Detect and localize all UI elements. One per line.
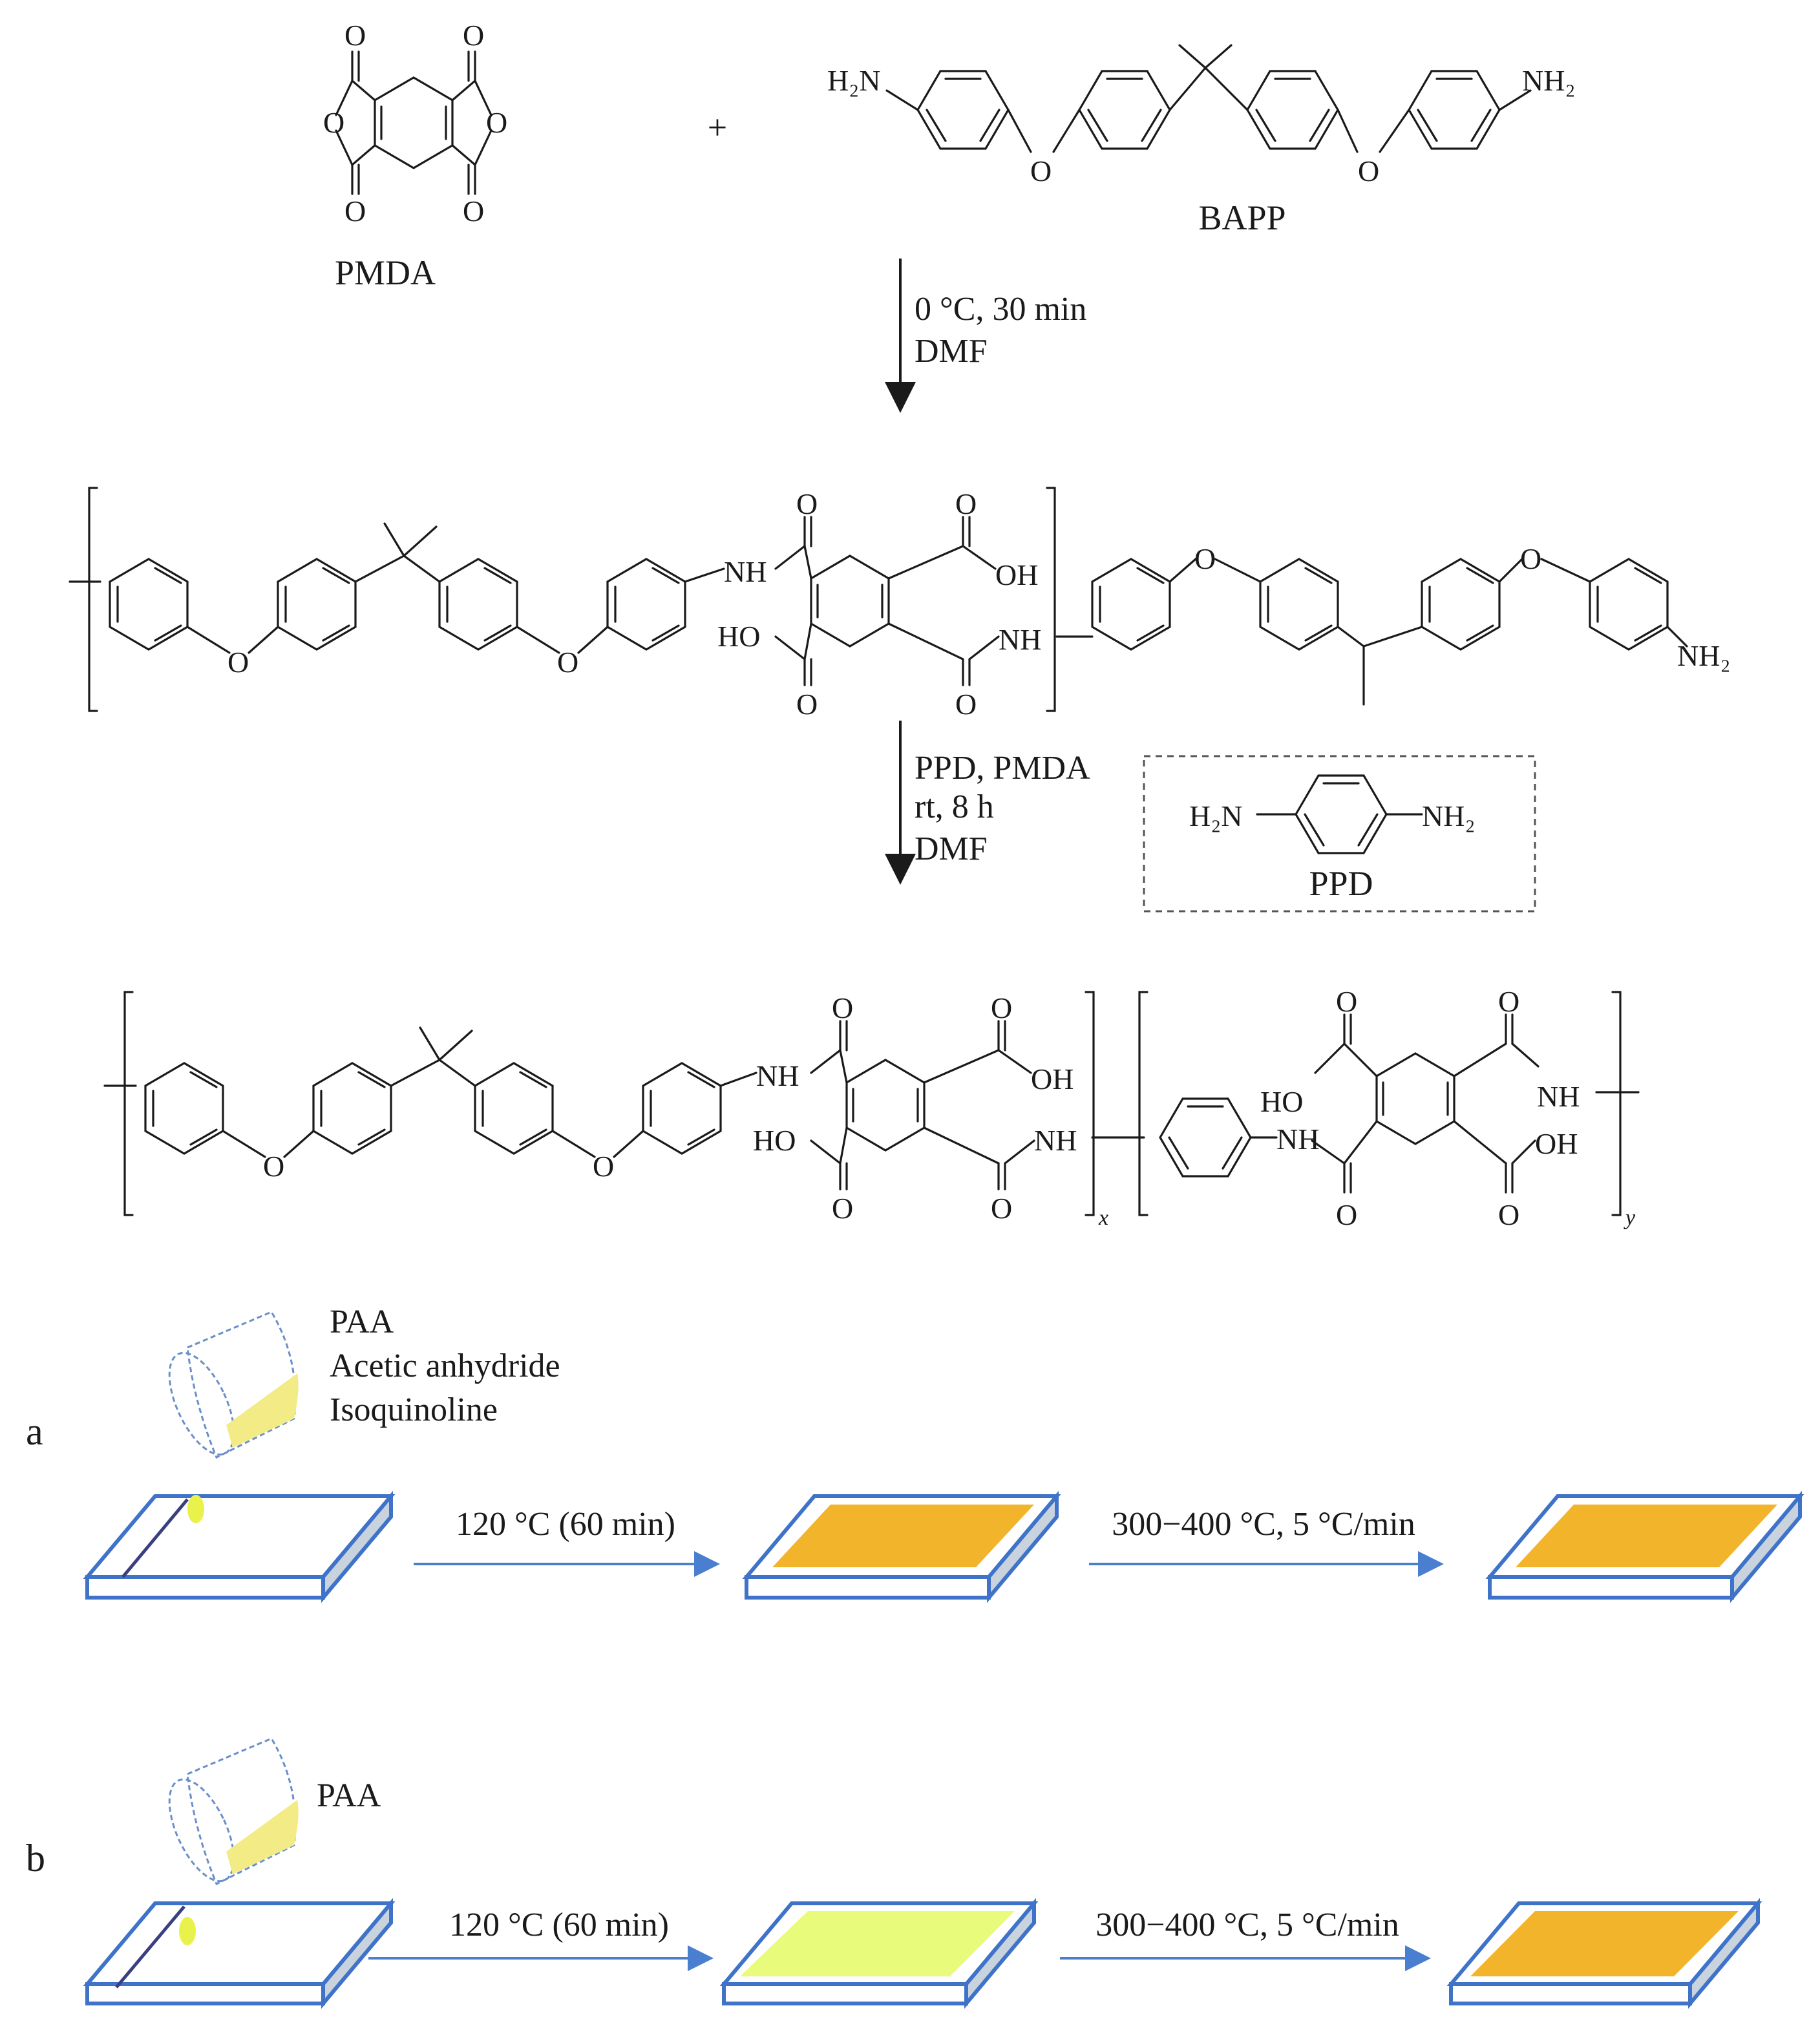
amine-right: NH₂ [1522,64,1575,97]
process-a-label: a [26,1410,43,1453]
ether-o: O [1194,542,1216,575]
step1-solvent: DMF [915,333,988,370]
film-plate-b2 [1446,1897,1762,2009]
film-plate-a2 [1485,1490,1804,1603]
process-a: a PAA Acetic anhydride Isoquinoline 120 … [26,1304,1804,1603]
step1-condition: 0 °C, 30 min [915,291,1086,328]
ether-o: O [1358,154,1379,187]
atom-o: O [323,106,344,139]
step2-time: rt, 8 h [915,788,994,825]
carbonyl-o: O [832,991,853,1024]
beaker-a [168,1311,299,1459]
process-b: b PAA 120 °C (60 min) 300−400 °C, 5 °C/m… [26,1737,1762,2009]
amide-nh: NH [999,623,1041,656]
atom-o: O [463,195,484,227]
process-a-step2: 300−400 °C, 5 °C/min [1112,1506,1415,1543]
droplet [187,1495,204,1523]
film-a1 [772,1505,1034,1567]
process-b-label: b [26,1837,45,1879]
atom-o: O [486,106,507,139]
carbonyl-o: O [991,991,1012,1024]
process-b-step1: 120 °C (60 min) [449,1907,669,1943]
acid-ho: HO [1260,1085,1303,1118]
carbonyl-o: O [1336,1198,1357,1231]
carbonyl-o: O [796,487,818,520]
ether-o: O [228,646,249,679]
pmda-label: PMDA [335,253,436,292]
ppd-amine-left: H₂N [1189,799,1242,832]
process-b-step2: 300−400 °C, 5 °C/min [1095,1907,1399,1943]
amine-end: NH₂ [1677,639,1730,672]
droplet [179,1917,196,1945]
film-b2 [1470,1911,1739,1976]
pour-line-3: Isoquinoline [330,1391,498,1428]
carbonyl-o: O [1498,985,1519,1018]
carbonyl-o: O [796,688,818,721]
glass-plate-a1 [83,1490,396,1603]
film-plate-a1 [742,1490,1061,1603]
acid-oh: OH [1031,1062,1074,1095]
atom-o: O [344,195,366,227]
amide-nh: NH [1537,1080,1580,1113]
amide-nh: NH [724,555,767,588]
amine-left: H₂N [827,64,880,97]
carbonyl-o: O [1336,985,1357,1018]
acid-oh: OH [995,558,1038,591]
pmda-structure: O O O O O O [323,19,507,227]
ppd-inset: H₂N NH₂ PPD [1143,755,1536,913]
glass-plate-b1 [83,1897,396,2009]
carbonyl-o: O [1498,1198,1519,1231]
ppd-label: PPD [1309,864,1373,903]
atom-o: O [463,19,484,52]
film-b1 [740,1911,1015,1976]
ether-o: O [557,646,578,679]
amide-nh: NH [756,1059,799,1092]
bapp-structure: H₂N NH₂ O O [827,44,1575,187]
ether-o: O [263,1150,284,1183]
beaker-b [168,1737,299,1886]
carbonyl-o: O [955,688,977,721]
step2-reagents: PPD, PMDA [915,750,1090,787]
pour-line-2: Acetic anhydride [330,1348,560,1384]
acid-oh: OH [1535,1127,1578,1160]
subscript-x: x [1098,1206,1108,1230]
film-plate-b1 [719,1897,1039,2009]
amide-nh: NH [1276,1123,1319,1156]
acid-ho: HO [753,1124,796,1157]
pour-line-1: PAA [317,1777,381,1814]
process-a-step1: 120 °C (60 min) [456,1506,675,1543]
plus-sign: + [708,108,727,147]
product-structure: O O NH O O OH HO NH O O NH O O HO NH OH … [103,985,1640,1231]
carbonyl-o: O [991,1192,1012,1225]
ppd-amine-right: NH₂ [1422,799,1475,832]
amide-nh: NH [1034,1124,1077,1157]
pour-line-1: PAA [330,1304,394,1340]
film-a2 [1516,1505,1777,1567]
carbonyl-o: O [832,1192,853,1225]
ether-o: O [593,1150,614,1183]
ether-o: O [1030,154,1052,187]
step2-solvent: DMF [915,830,988,867]
bapp-label: BAPP [1198,198,1286,237]
acid-ho: HO [717,620,760,653]
ether-o: O [1520,542,1541,575]
carbonyl-o: O [955,487,977,520]
subscript-y: y [1624,1206,1636,1230]
intermediate-structure: O O NH O O OH HO NH O O O O NH₂ [69,487,1730,721]
atom-o: O [344,19,366,52]
